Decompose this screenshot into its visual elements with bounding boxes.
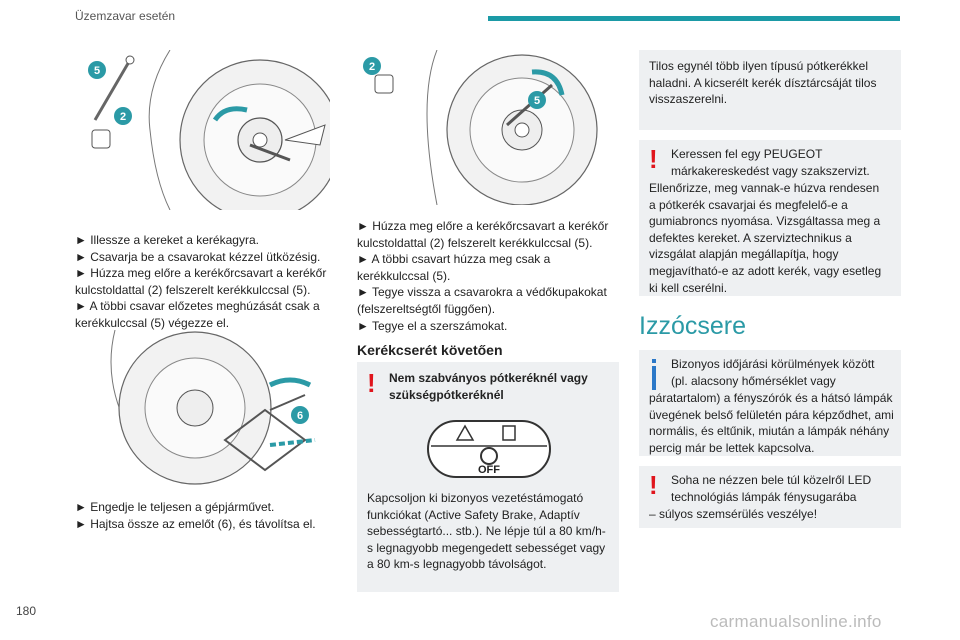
step-4: ► A többi csavar előzetes meghúzását csa… (75, 299, 320, 330)
warning-box-led: ! Soha ne nézzen bele túl közelről LED t… (639, 466, 901, 528)
step-3: ► Húzza meg előre a kerékőrcsavart a ker… (75, 266, 327, 297)
badge-5: 5 (94, 65, 100, 77)
box4-rest: – súlyos szemsérülés veszélye! (649, 507, 818, 521)
step-8: ► A többi csavart húzza meg csak a kerék… (357, 252, 551, 283)
step-2: ► Csavarja be a csavarokat kézzel ütközé… (75, 249, 321, 264)
badge-2b: 2 (369, 61, 375, 73)
book-icon (502, 425, 516, 441)
warning-box-spare: ! Nem szabványos pótkeréknél vagy szüksé… (357, 362, 619, 592)
box2-rest: Ellenőrizze, meg vannak-e húzva rendesen… (649, 181, 882, 295)
warning-icon: ! (367, 368, 376, 398)
dashboard-button-illustration: OFF (427, 420, 551, 478)
step-10: ► Tegye el a szerszámokat. (357, 318, 508, 333)
info-icon (652, 359, 656, 390)
step-5: ► Engedje le teljesen a gépjárművet. (75, 500, 275, 514)
box4-first: Soha ne nézzen bele túl közelről LED tec… (671, 473, 872, 504)
col1-steps1: ► Illessze a kereket a kerékagyra. ► Csa… (75, 232, 335, 332)
col1-steps2: ► Engedje le teljesen a gépjárművet. ► H… (75, 499, 335, 532)
section-title-after-change: Kerékcserét követően (357, 342, 503, 358)
warning-box-service: ! Keressen fel egy PEUGEOT márkakeresked… (639, 140, 901, 296)
step-6: ► Hajtsa össze az emelőt (6), és távolít… (75, 516, 316, 531)
off-label: OFF (478, 464, 500, 476)
box1-text: Tilos egynél több ilyen típusú pótkerékk… (649, 59, 877, 107)
warn-title: Nem szabványos pótkeréknél vagy szükségp… (389, 371, 588, 402)
box2-first: Keressen fel egy PEUGEOT márkakereskedés… (671, 147, 870, 178)
wheel-illustration-2: 2 5 (363, 50, 598, 205)
badge-5b: 5 (534, 95, 540, 107)
wheel-illustration-1: 5 2 (75, 50, 330, 210)
jack-illustration: 6 (110, 330, 316, 485)
page-header-title: Üzemzavar esetén (75, 9, 176, 23)
col2-steps: ► Húzza meg előre a kerékőrcsavart a ker… (357, 218, 619, 334)
info-box-condensation: Bizonyos időjárási körülmények között (p… (639, 350, 901, 456)
info-box-spare-limit: Tilos egynél több ilyen típusú pótkerékk… (639, 50, 901, 130)
speedometer-icon (480, 447, 498, 465)
header-accent-bar (488, 16, 900, 21)
page-number: 180 (16, 604, 37, 618)
warning-triangle-icon (455, 424, 475, 441)
box3-first: Bizonyos időjárási körülmények között (p… (671, 357, 875, 388)
warning-icon-2: ! (649, 144, 658, 174)
section-title-bulb: Izzócsere (639, 312, 746, 340)
warn-text: Kapcsoljon ki bizonyos vezetéstámogató f… (367, 491, 606, 572)
badge-2: 2 (120, 111, 126, 123)
badge-6: 6 (297, 410, 303, 422)
warning-icon-3: ! (649, 470, 658, 500)
step-1: ► Illessze a kereket a kerékagyra. (75, 233, 259, 247)
step-7: ► Húzza meg előre a kerékőrcsavart a ker… (357, 219, 609, 250)
step-9: ► Tegye vissza a csavarokra a védőkupako… (357, 285, 607, 316)
box3-rest: páratartalom) a fényszórók és a hátsó lá… (649, 391, 894, 455)
watermark: carmanualsonline.info (710, 612, 882, 631)
